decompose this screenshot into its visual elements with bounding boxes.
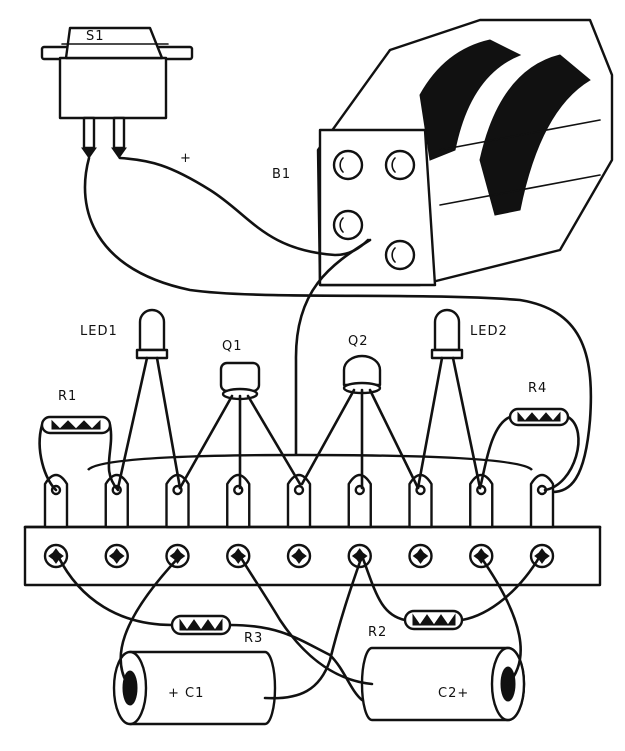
led1 — [116, 308, 182, 490]
terminal-lug — [408, 473, 433, 529]
terminal-lug — [165, 473, 190, 529]
label-q2: Q2 — [348, 334, 369, 349]
label-r4: R4 — [528, 381, 547, 396]
terminal-holes — [43, 543, 555, 569]
capacitor-c1 — [112, 554, 364, 726]
terminal-hole-star — [291, 548, 307, 564]
terminal-hole-star — [48, 548, 64, 564]
terminal-hole-star — [230, 548, 247, 564]
label-r2: R2 — [368, 625, 387, 640]
power-wiring — [83, 156, 593, 494]
terminal-hole-star — [169, 548, 186, 564]
terminal-hole-star — [534, 548, 550, 564]
label-r1: R1 — [58, 389, 77, 404]
resistor-r3 — [56, 554, 364, 702]
label-q1: Q1 — [222, 339, 243, 354]
label-plus: + — [180, 151, 192, 166]
label-led2: LED2 — [470, 324, 508, 339]
capacitor-c2 — [238, 554, 526, 722]
terminal-lug — [226, 473, 251, 529]
transistor-q2 — [300, 354, 420, 490]
terminal-hole-star — [412, 548, 429, 564]
resistor-r2 — [360, 554, 542, 631]
lug-eyelet — [293, 484, 305, 496]
label-s1: S1 — [86, 29, 105, 44]
resistor-r1 — [38, 415, 120, 492]
battery-holder-b1 — [316, 18, 614, 287]
terminal-lugs — [43, 473, 555, 529]
label-c2: C2+ — [438, 686, 469, 701]
label-c1: + C1 — [168, 686, 204, 701]
transistor-q1 — [178, 361, 302, 490]
terminal-lug — [529, 473, 555, 529]
terminal-lug — [347, 473, 372, 529]
led2 — [416, 308, 482, 490]
resistor-r4 — [478, 407, 580, 492]
terminal-lug — [104, 473, 129, 529]
terminal-lug — [43, 473, 69, 529]
terminal-hole-star — [108, 548, 125, 564]
label-led1: LED1 — [80, 324, 118, 339]
switch-s1 — [40, 26, 194, 159]
label-r3: R3 — [244, 631, 263, 646]
label-b1: B1 — [272, 167, 291, 182]
terminal-lug — [286, 473, 312, 529]
